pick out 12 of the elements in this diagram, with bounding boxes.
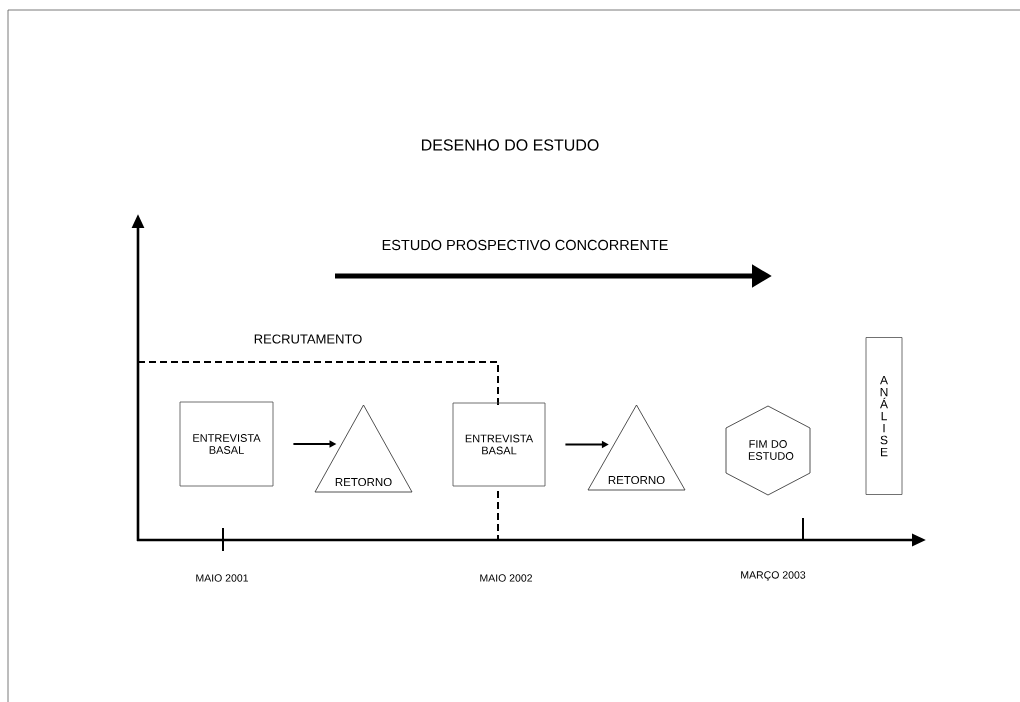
- process-box: ENTREVISTA BASAL: [452, 402, 546, 487]
- date-label: MARÇO 2003: [741, 571, 806, 581]
- vertical-box: A N Á L I S E: [865, 337, 903, 495]
- date-label: MAIO 2001: [196, 574, 249, 582]
- date-label: MAIO 2002: [480, 574, 532, 582]
- process-box: ENTREVISTA BASAL: [179, 401, 274, 487]
- triangle: RETORNO: [587, 404, 686, 491]
- phase-label: RECRUTAMENTO: [254, 334, 362, 344]
- timeline-label: ESTUDO PROSPECTIVO CONCORRENTE: [382, 239, 668, 251]
- triangle: RETORNO: [314, 404, 413, 493]
- title: DESENHO DO ESTUDO: [422, 139, 599, 151]
- hexagon: FIM DO ESTUDO: [725, 405, 811, 496]
